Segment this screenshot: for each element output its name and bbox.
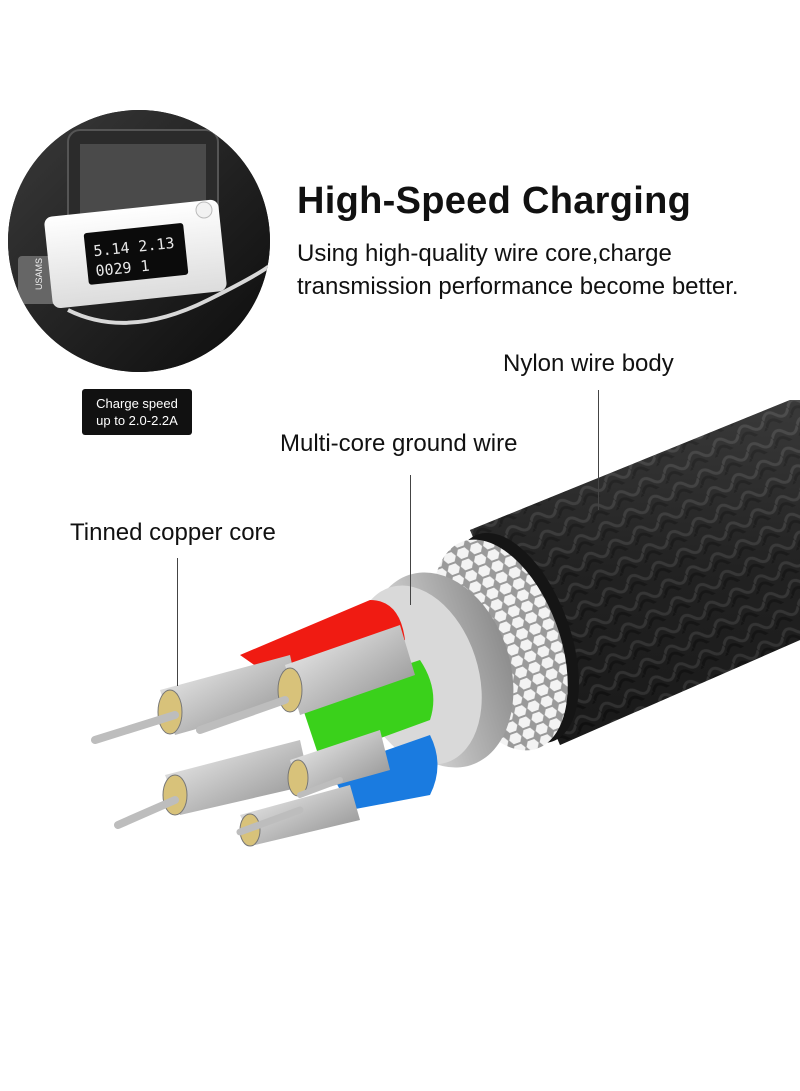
core-leader-line [177,558,178,686]
blue-wire [330,735,438,810]
subtitle-line-1: Using high-quality wire core,charge [297,240,672,267]
green-wire [300,660,434,760]
label-multi-core-ground-wire: Multi-core ground wire [280,430,518,457]
badge-line-2: up to 2.0-2.2A [96,413,178,428]
label-tinned-copper-core: Tinned copper core [70,519,276,546]
usb-meter-illustration: 5.14 2.13 0029 1 USAMS [8,110,270,372]
meter-button-icon [195,201,213,219]
nylon-leader-line [598,390,599,510]
meter-readout-2: 0029 1 [95,257,151,281]
usb-plug-icon [18,256,58,304]
meter-brand: USAMS [34,258,44,290]
charge-speed-badge: Charge speed up to 2.0-2.2A [82,389,192,435]
label-nylon-wire-body: Nylon wire body [503,350,674,377]
copper-strands [91,625,415,847]
badge-line-1: Charge speed [96,396,178,411]
ground-leader-line [410,475,411,605]
usb-meter-photo: 5.14 2.13 0029 1 USAMS [8,110,270,372]
subtitle-line-2: transmission performance become better. [297,273,739,300]
page-title: High-Speed Charging [297,180,692,222]
